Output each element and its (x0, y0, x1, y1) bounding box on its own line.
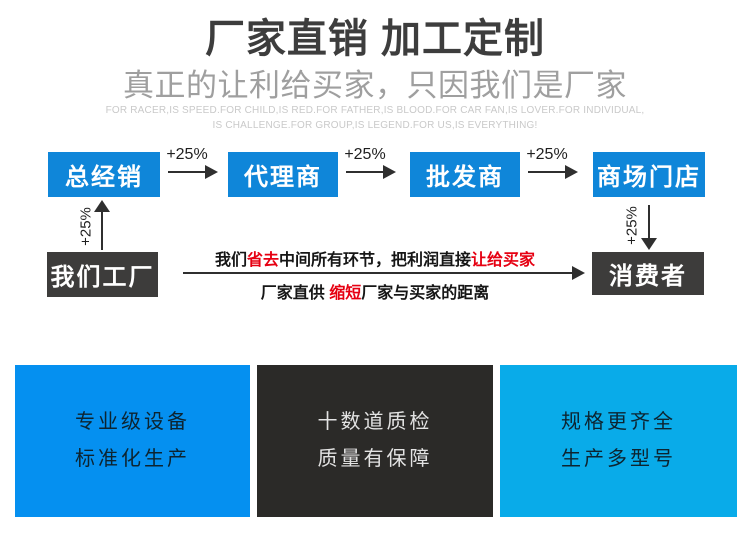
feature-line: 标准化生产 (75, 448, 190, 470)
profit-message-red1: 省去 (246, 252, 279, 269)
consumer-box: 消费者 (592, 252, 704, 295)
markup-label-factory: +25% (77, 207, 95, 246)
markup-label-2: +25% (344, 146, 386, 163)
markup-label-consumer: +25% (623, 206, 641, 245)
feature-line: 质量有保障 (317, 448, 433, 470)
feature-line: 生产多型号 (561, 448, 676, 470)
direct-supply-pre: 厂家直供 (260, 285, 330, 302)
flow-box-general-distributor: 总经销 (48, 152, 160, 197)
profit-message: 我们省去中间所有环节，把利润直接让给买家 (165, 246, 585, 270)
direct-supply-post: 厂家与买家的距离 (361, 285, 490, 302)
markup-label-3: +25% (526, 146, 568, 163)
profit-message-red2: 让给买家 (471, 252, 536, 269)
feature-line: 十数道质检 (317, 411, 433, 433)
flow-box-agent: 代理商 (228, 152, 338, 197)
arrow-up-icon (94, 200, 110, 250)
factory-box: 我们工厂 (47, 252, 158, 297)
english-tagline-line2: IS CHALLENGE.FOR GROUP,IS LEGEND.FOR US,… (212, 120, 538, 131)
direct-supply-red: 缩短 (329, 285, 362, 302)
arrow-right-long-icon (183, 266, 585, 280)
flow-box-wholesaler: 批发商 (410, 152, 520, 197)
english-tagline: FOR RACER,IS SPEED.FOR CHILD,IS RED.FOR … (0, 103, 750, 133)
english-tagline-line1: FOR RACER,IS SPEED.FOR CHILD,IS RED.FOR … (105, 105, 645, 116)
arrow-down-icon (641, 205, 657, 250)
feature-tile-equipment: 专业级设备 标准化生产 (15, 365, 250, 517)
flow-box-retail-store: 商场门店 (593, 152, 705, 197)
markup-label-1: +25% (166, 146, 208, 163)
feature-tile-quality: 十数道质检 质量有保障 (257, 365, 493, 517)
arrow-right-icon (528, 165, 578, 179)
arrow-right-icon (346, 165, 396, 179)
feature-line: 规格更齐全 (561, 411, 676, 433)
profit-message-pre: 我们 (214, 252, 247, 269)
arrow-right-icon (168, 165, 218, 179)
feature-tile-models: 规格更齐全 生产多型号 (500, 365, 737, 517)
profit-message-mid: 中间所有环节，把利润直接 (279, 252, 472, 269)
direct-supply-message: 厂家直供 缩短厂家与买家的距离 (165, 279, 585, 303)
page-title: 厂家直销 加工定制 (204, 17, 546, 61)
page-subtitle: 真正的让利给买家，只因我们是厂家 (123, 68, 627, 103)
feature-line: 专业级设备 (75, 411, 190, 433)
